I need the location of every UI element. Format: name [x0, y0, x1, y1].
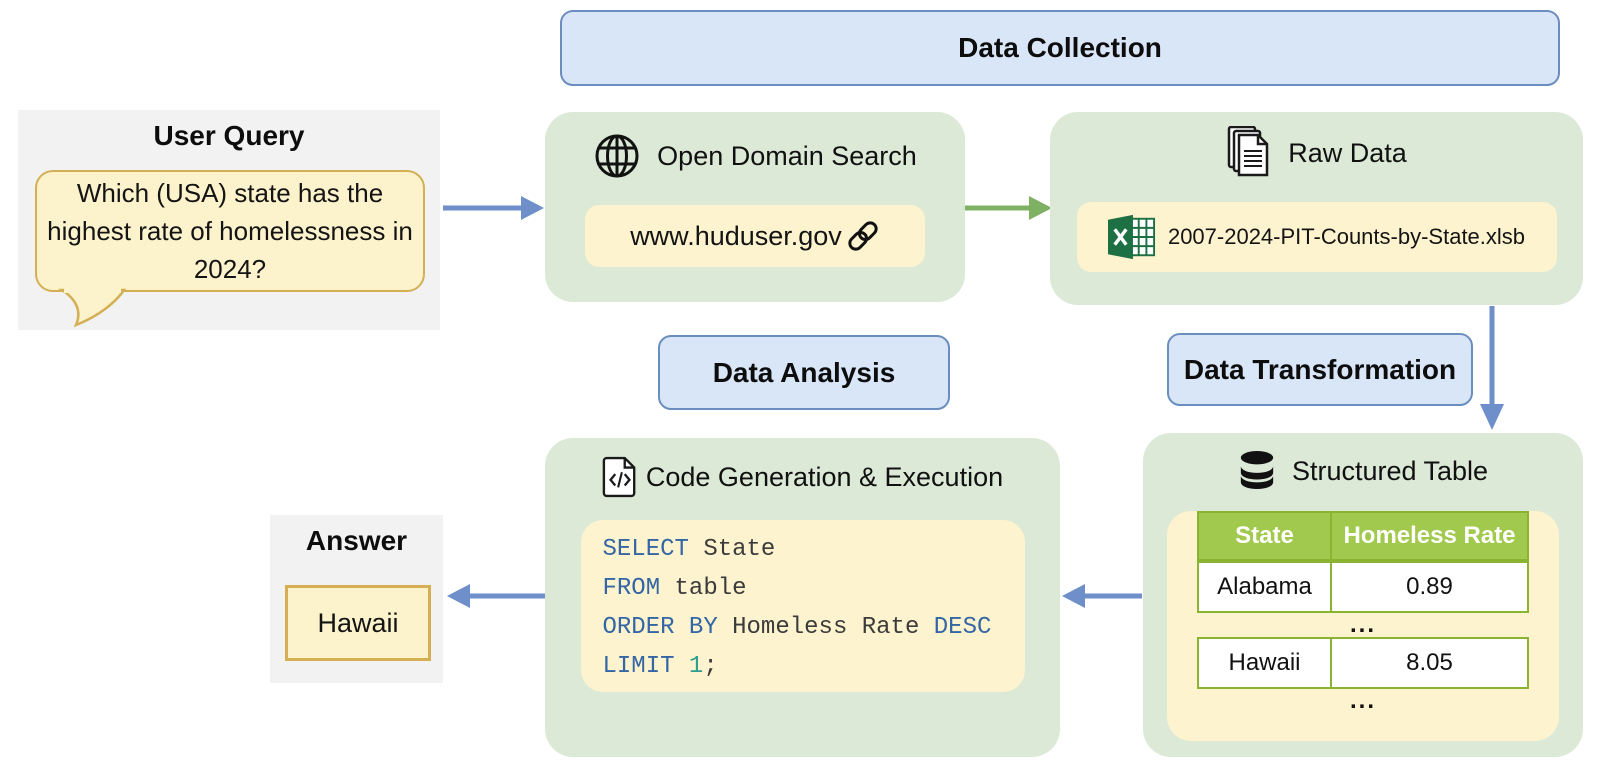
- open-domain-search-title: Open Domain Search: [657, 140, 917, 171]
- answer-value-box: Hawaii: [285, 585, 431, 661]
- search-url-text[interactable]: www.huduser.gov: [630, 220, 842, 251]
- open-domain-search-box: Open Domain Search www.huduser.gov: [545, 112, 965, 302]
- database-icon: [1240, 451, 1274, 490]
- stage-data-collection: Data Collection: [560, 10, 1560, 86]
- raw-data-filename: 2007-2024-PIT-Counts-by-State.xlsb: [1167, 224, 1526, 249]
- sql-line: SELECT State: [602, 536, 776, 563]
- speech-bubble-tail-icon: [57, 288, 127, 328]
- user-query-text: Which (USA) state has the highest rate o…: [47, 178, 413, 284]
- link-icon: [848, 221, 878, 251]
- structured-table-title: Structured Table: [1291, 455, 1489, 486]
- table-cell-state: Alabama: [1199, 563, 1332, 611]
- table-cell-state: Hawaii: [1199, 639, 1332, 687]
- arrow-code-to-answer-icon: [447, 584, 545, 608]
- sql-line: ORDER BY Homeless Rate DESC: [602, 614, 992, 641]
- stage-data-transformation-label: Data Transformation: [1183, 353, 1457, 385]
- arrow-table-to-code-icon: [1062, 584, 1142, 608]
- excel-icon: [1107, 214, 1155, 260]
- answer-value: Hawaii: [317, 607, 399, 638]
- raw-data-file-chip: 2007-2024-PIT-Counts-by-State.xlsb: [1076, 202, 1557, 272]
- table-header-row: State Homeless Rate: [1197, 511, 1529, 561]
- table-row: Hawaii 8.05: [1197, 637, 1529, 689]
- table-cell-rate: 8.05: [1406, 649, 1453, 676]
- stage-data-analysis: Data Analysis: [658, 335, 950, 410]
- structured-table: State Homeless Rate Alabama 0.89 ... Haw…: [1197, 511, 1529, 714]
- stage-data-collection-label: Data Collection: [958, 32, 1162, 63]
- search-url-chip[interactable]: www.huduser.gov: [585, 205, 925, 267]
- arrow-query-to-search-icon: [443, 196, 544, 220]
- code-file-icon: [602, 456, 636, 498]
- documents-icon: [1227, 126, 1269, 177]
- table-header-rate: Homeless Rate: [1343, 522, 1516, 549]
- globe-icon: [595, 134, 639, 178]
- code-generation-box: Code Generation & Execution SELECT State…: [545, 438, 1060, 757]
- stage-data-transformation: Data Transformation: [1167, 333, 1473, 406]
- structured-table-chip: State Homeless Rate Alabama 0.89 ... Haw…: [1167, 511, 1559, 741]
- structured-table-box: Structured Table State Homeless Rate Ala…: [1143, 433, 1583, 757]
- stage-data-analysis-label: Data Analysis: [712, 356, 896, 388]
- sql-line: LIMIT 1;: [602, 653, 718, 680]
- sql-line: FROM table: [602, 575, 747, 602]
- table-ellipsis: ...: [1349, 611, 1376, 638]
- raw-data-box: Raw Data 2007-2024-PIT-Counts-by-State.x…: [1050, 112, 1583, 305]
- user-query-bubble: Which (USA) state has the highest rate o…: [35, 170, 425, 292]
- sql-code: SELECT State FROM table ORDER BY Homeles…: [603, 530, 1003, 686]
- table-row: Alabama 0.89: [1197, 561, 1529, 613]
- arrow-search-to-rawdata-icon: [965, 196, 1052, 220]
- table-cell-rate: 0.89: [1406, 573, 1453, 600]
- user-query-title: User Query: [153, 120, 305, 151]
- code-generation-title: Code Generation & Execution: [645, 461, 1004, 492]
- table-header-state: State: [1199, 513, 1332, 559]
- raw-data-title: Raw Data: [1288, 137, 1407, 168]
- arrow-rawdata-to-table-icon: [1480, 306, 1504, 430]
- answer-title: Answer: [305, 525, 408, 556]
- sql-code-chip: SELECT State FROM table ORDER BY Homeles…: [580, 520, 1025, 692]
- table-ellipsis: ...: [1349, 687, 1376, 714]
